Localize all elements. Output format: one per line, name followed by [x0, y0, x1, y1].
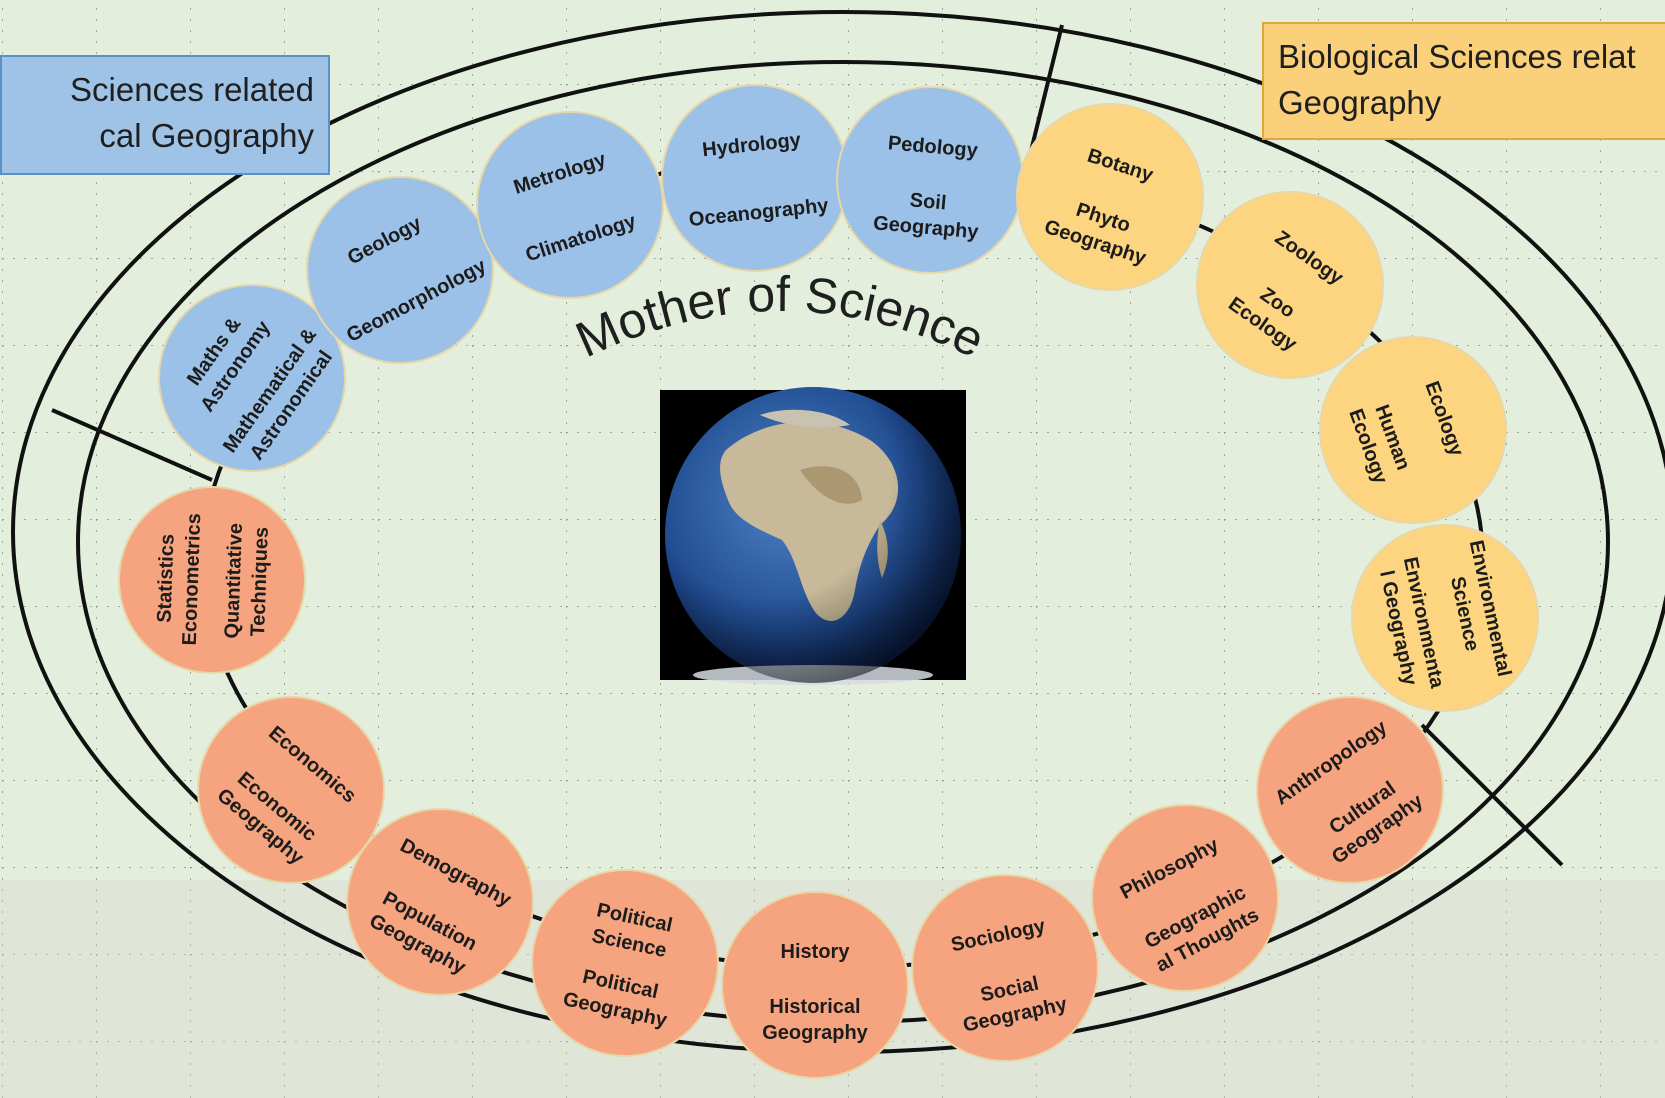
topic-inner-line: Techniques: [247, 526, 273, 636]
topic-inner-line: Soil: [909, 189, 947, 214]
physical-legend-line-2: cal Geography: [99, 117, 314, 154]
topic-circle: [836, 86, 1024, 274]
divider-biological-social: [1420, 723, 1564, 867]
physical-legend-line-1: Sciences related: [70, 71, 314, 108]
topic-circle: [721, 891, 909, 1079]
topic-outer-line: Statistics: [153, 534, 178, 624]
topic-circle: [1351, 524, 1539, 712]
topic-circle: [661, 84, 849, 272]
topic-circle: [1256, 696, 1444, 884]
topic-circle: [1319, 336, 1507, 524]
topic-circle: [911, 874, 1099, 1062]
topic-inner-line: Quantitative: [221, 523, 247, 639]
earth-image: [660, 387, 966, 685]
topic-inner-label: QuantitativeTechniques: [221, 523, 273, 640]
topic-circle: [306, 176, 494, 364]
topic-outer-label: History: [781, 941, 851, 963]
biological-legend-line-2: Geography: [1278, 84, 1442, 121]
topic-inner-line: Geography: [762, 1022, 868, 1044]
biological-legend-line-1: Biological Sciences relat: [1278, 38, 1636, 75]
topic-circle: [158, 284, 346, 472]
topic-circle: [197, 696, 385, 884]
topic-circle: [1196, 191, 1384, 379]
topic-outer-line: History: [781, 941, 851, 963]
topic-outer-line: Econometrics: [179, 513, 206, 646]
topic-inner-line: Historical: [769, 996, 860, 1018]
biological-sciences-legend: Biological Sciences relat Geography: [1262, 22, 1665, 140]
topic-circle: [476, 111, 664, 299]
topic-circle: [1091, 804, 1279, 992]
topic-circle: [346, 808, 534, 996]
divider-physical-biological: [1028, 24, 1064, 156]
topic-bubble-statistics-econometrics: StatisticsEconometrics QuantitativeTechni…: [118, 486, 306, 674]
topic-circle: [1016, 103, 1204, 291]
topic-circle: [118, 486, 306, 674]
topic-circle: [531, 869, 719, 1057]
physical-sciences-legend: Sciences related cal Geography: [0, 55, 330, 175]
divider-physical-social: [51, 408, 213, 482]
topic-outer-label: StatisticsEconometrics: [153, 512, 206, 646]
